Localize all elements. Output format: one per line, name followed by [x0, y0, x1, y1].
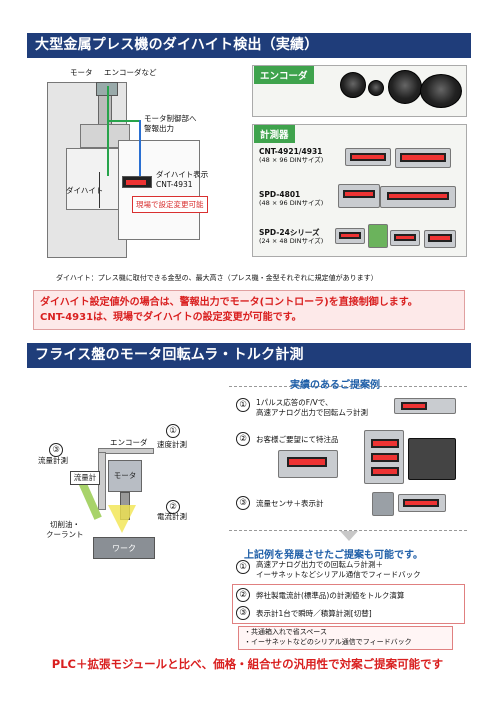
encoder-image-4 — [420, 74, 462, 108]
dieheight-arrow — [99, 172, 100, 208]
custom-unit-image-2 — [364, 430, 404, 484]
proven-num-1: ① — [236, 398, 250, 412]
label-coolant-2: クーラント — [46, 530, 84, 539]
section-title-press: 大型金属プレス機のダイハイト検出（実績） — [27, 33, 471, 58]
meter-size-2: (48 × 96 DINサイズ) — [259, 199, 324, 207]
label-current: 電流計測 — [157, 512, 187, 521]
label-dieheight: ダイハイト — [66, 186, 104, 195]
encoder-image-3 — [388, 70, 422, 104]
meter-size-1: (48 × 96 DINサイズ) — [259, 156, 324, 164]
label-display-2: CNT-4931 — [156, 180, 193, 189]
diagram-num-2: ② — [166, 494, 180, 514]
spd-4801-image-2 — [380, 186, 456, 208]
benefit-2: ・イーサネットなどのシリアル通信でフィードバック — [244, 638, 412, 646]
benefit-1: ・共通箱入れで省スペース — [244, 628, 327, 636]
cnt-4931-image — [395, 148, 451, 168]
proven-item-3: ③ — [236, 496, 250, 510]
meter-name-3: SPD-24シリーズ — [259, 228, 320, 237]
label-flow-meas: 流量計測 — [38, 456, 68, 465]
custom-unit-image-3 — [408, 438, 456, 480]
press-note-line-1: ダイハイト設定値外の場合は、警報出力でモータ(コントローラ)を直接制御します。 — [40, 297, 418, 308]
develop-item-2: ② — [236, 588, 250, 602]
diagram-num-1: ① — [166, 418, 180, 438]
cnt-4921-image — [345, 148, 391, 166]
encoder-image-2 — [368, 80, 384, 96]
meter-name-1: CNT-4921/4931 — [259, 147, 323, 156]
section-title-milling: フライス盤のモータ回転ムラ・トルク計測 — [27, 343, 471, 368]
label-coolant-1: 切削油・ — [50, 520, 80, 529]
proven-num-3: ③ — [236, 496, 250, 510]
onsite-change-badge: 現場で設定変更可能 — [132, 196, 208, 213]
fv-converter-image — [394, 398, 456, 414]
develop-text-1b: イーサネットなどシリアル通信でフィードバック — [256, 570, 421, 579]
proven-item-2: ② — [236, 432, 250, 446]
label-alarm-1: モータ制御部へ — [144, 114, 197, 123]
label-encoder-mill: エンコーダ — [110, 438, 148, 447]
proven-item-1: ① — [236, 398, 250, 412]
proven-title: 実績のあるご提案例 — [290, 380, 380, 391]
proven-num-2: ② — [236, 432, 250, 446]
cutting-cone — [108, 505, 136, 533]
develop-text-1a: 高速アナログ出力での回転ムラ計測＋ — [256, 560, 383, 569]
meter-panel-title: 計測器 — [254, 125, 295, 143]
diagram-num-3: ③ — [49, 437, 63, 457]
proven-text-2: お客様ご要望にて特注品 — [256, 435, 339, 444]
develop-item-1: ① — [236, 560, 250, 574]
custom-unit-image-1 — [278, 450, 338, 478]
footer-message: PLC＋拡張モジュールと比べ、価格・組合せの汎用性で対案ご提案可能です — [51, 657, 444, 671]
spd-24-image-2 — [368, 224, 388, 248]
benefits-box — [238, 626, 453, 650]
meter-size-3: (24 × 48 DINサイズ) — [259, 237, 324, 245]
encoder-panel-title: エンコーダ — [254, 66, 314, 84]
develop-num-1: ① — [236, 560, 250, 574]
motor-icon-mill — [108, 460, 142, 492]
proven-top-divider — [229, 386, 467, 387]
spd-24-image-1 — [335, 228, 365, 244]
alarm-wire — [139, 120, 141, 176]
develop-arrow-icon — [340, 531, 358, 541]
proven-text-1b: 高速アナログ出力で回転ムラ計測 — [256, 408, 368, 417]
label-speed: 速度計測 — [157, 440, 187, 449]
develop-num-2: ② — [236, 588, 250, 602]
develop-text-3: 表示計1台で瞬時／積算計測[切替] — [256, 609, 372, 618]
control-cabinet — [118, 140, 200, 240]
label-motor-mill: モータ — [113, 471, 137, 480]
encoder-wire-h — [107, 120, 141, 122]
proven-text-3: 流量センサ＋表示計 — [256, 499, 324, 508]
develop-text-2: 弊社製電流計(標準品)の計測値をトルク演算 — [256, 591, 405, 600]
dieheight-display-icon — [122, 176, 152, 188]
develop-title: 上記例を発展させたご提案も可能です。 — [244, 550, 423, 561]
mill-top — [98, 448, 154, 454]
flow-display-image — [398, 494, 446, 512]
label-motor: モータ — [70, 68, 93, 77]
press-note-box: ダイハイト設定値外の場合は、警報出力でモータ(コントローラ)を直接制御します。 … — [33, 290, 465, 330]
flow-sensor-image — [372, 492, 394, 516]
spd-24-image-3 — [390, 230, 420, 246]
label-display-1: ダイハイト表示 — [156, 170, 209, 179]
flowmeter-box: 流量計 — [70, 471, 100, 485]
develop-highlight-box — [232, 584, 465, 624]
develop-num-3: ③ — [236, 606, 250, 620]
develop-item-3: ③ — [236, 606, 250, 620]
label-alarm-2: 警報出力 — [144, 124, 174, 133]
label-encoder: エンコーダなど — [104, 68, 157, 77]
encoder-wire — [107, 86, 109, 176]
proven-bottom-divider — [229, 530, 467, 531]
spd-4801-image-1 — [338, 184, 380, 208]
encoder-image-1 — [340, 72, 366, 98]
proven-text-1a: 1パルス応答のF/Vで、 — [256, 398, 333, 407]
dieheight-caption: ダイハイト：プレス機に取付できる金型の、最大高さ（プレス機・金型それぞれに規定値… — [56, 274, 378, 282]
press-note-line-2: CNT-4931は、現場でダイハイトの設定変更が可能です。 — [40, 312, 302, 323]
spd-24-image-4 — [424, 230, 456, 248]
workpiece: ワーク — [93, 537, 155, 559]
meter-name-2: SPD-4801 — [259, 190, 301, 199]
